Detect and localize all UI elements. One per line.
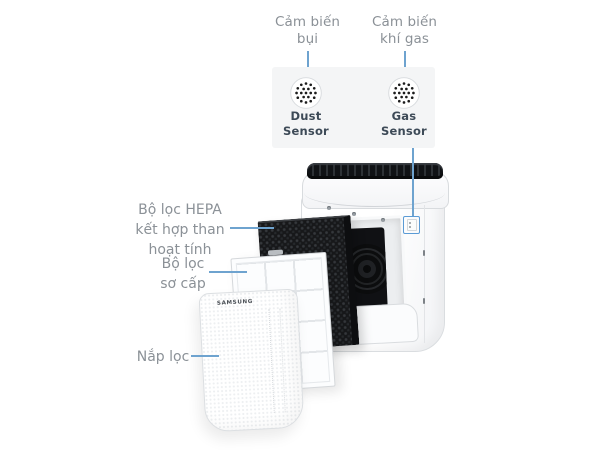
gas-sensor-label-en: Gas Sensor	[381, 109, 427, 138]
body-edge-seam	[424, 205, 425, 343]
dust-sensor-label-en: Dust Sensor	[283, 109, 329, 138]
filter-handle-tab	[267, 249, 284, 256]
samsung-logo: SAMSUNG	[216, 298, 254, 307]
callout-line-primary	[209, 271, 247, 273]
hinge-mark	[423, 250, 425, 256]
lid-seam-line	[304, 193, 445, 207]
screw-icon	[352, 212, 356, 216]
dust-sensor-icon	[290, 77, 322, 109]
callout-line-cover	[191, 355, 219, 357]
hinge-mark	[423, 298, 425, 304]
side-sensor-port	[406, 219, 417, 231]
side-sensor-dot	[409, 222, 411, 224]
filter-cover-label: Nắp lọc	[136, 349, 190, 365]
cover-seam-dots	[279, 308, 286, 413]
gas-sensor-icon	[388, 77, 420, 109]
hepa-filter-label: Bộ lọc HEPA kết hợp than hoạt tính	[135, 202, 225, 258]
screw-icon	[327, 206, 331, 210]
side-sensor-dot	[409, 226, 411, 228]
dust-sensor-label-vi: Cảm biến bụi	[274, 14, 341, 47]
callout-line-hepa	[230, 227, 274, 229]
gas-sensor-location-box	[403, 216, 420, 234]
cover-seam-dots	[268, 308, 275, 413]
callout-line-gas-location	[412, 148, 414, 216]
primary-filter-label: Bộ lọc sơ cấp	[160, 256, 206, 292]
top-air-outlet-grille	[307, 163, 443, 179]
callout-line-dust	[307, 51, 309, 78]
front-filter-cover: SAMSUNG	[198, 288, 305, 433]
gas-sensor-label-vi: Cảm biến khí gas	[371, 14, 438, 47]
callout-line-gas	[404, 51, 406, 78]
screw-icon	[381, 218, 385, 222]
